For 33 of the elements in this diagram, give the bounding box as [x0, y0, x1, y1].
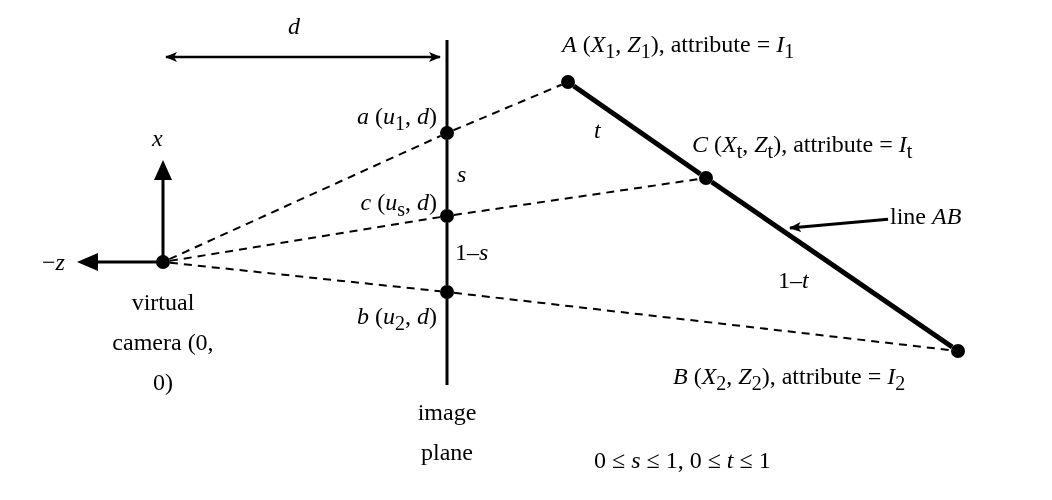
leader-label: line AB — [890, 203, 962, 229]
point-label: a (u$_{1}$, d) — [356, 102, 437, 135]
image-plane-segment — [445, 140, 449, 209]
constraint-note: 0 ≤ s ≤ 1, 0 ≤ t ≤ 1 — [594, 446, 771, 475]
projection-line — [168, 216, 442, 262]
edge-label: s — [457, 160, 467, 189]
point-label: c (u$_{s}$, d) — [359, 188, 437, 221]
axis-label: −z — [42, 248, 65, 277]
point-label: C (X$_{t}$, Z$_{t}$), attribute = I$_{t}$ — [692, 130, 913, 163]
point-dot — [156, 255, 170, 269]
point-label: B (X$_{2}$, Z$_{2}$), attribute = I$_{2}$ — [673, 362, 906, 395]
image-plane-segment — [445, 223, 449, 285]
edge-label: 1–t — [778, 266, 809, 295]
leader-line — [789, 217, 889, 232]
image-plane-label: image plane — [416, 398, 478, 467]
point-dot — [440, 285, 454, 299]
line-segment — [572, 83, 702, 177]
line-segment — [710, 179, 954, 350]
point-dot — [561, 75, 575, 89]
point-dot — [440, 209, 454, 223]
projection-line — [168, 261, 442, 293]
point-label: b (u$_{2}$, d) — [356, 302, 437, 335]
axis-label: x — [152, 124, 163, 153]
point-dot — [440, 126, 454, 140]
point-label: A (X$_{1}$, Z$_{1}$), attribute = I$_{1}$ — [562, 30, 795, 63]
camera-label: virtual camera (0, 0) — [111, 288, 215, 397]
point-dot — [951, 344, 965, 358]
projection-line — [452, 83, 563, 132]
edge-label: 1–s — [455, 238, 489, 267]
dimension-label: d — [288, 12, 300, 41]
point-dot — [699, 171, 713, 185]
edge-label: t — [594, 116, 601, 145]
projection-line — [168, 134, 442, 261]
